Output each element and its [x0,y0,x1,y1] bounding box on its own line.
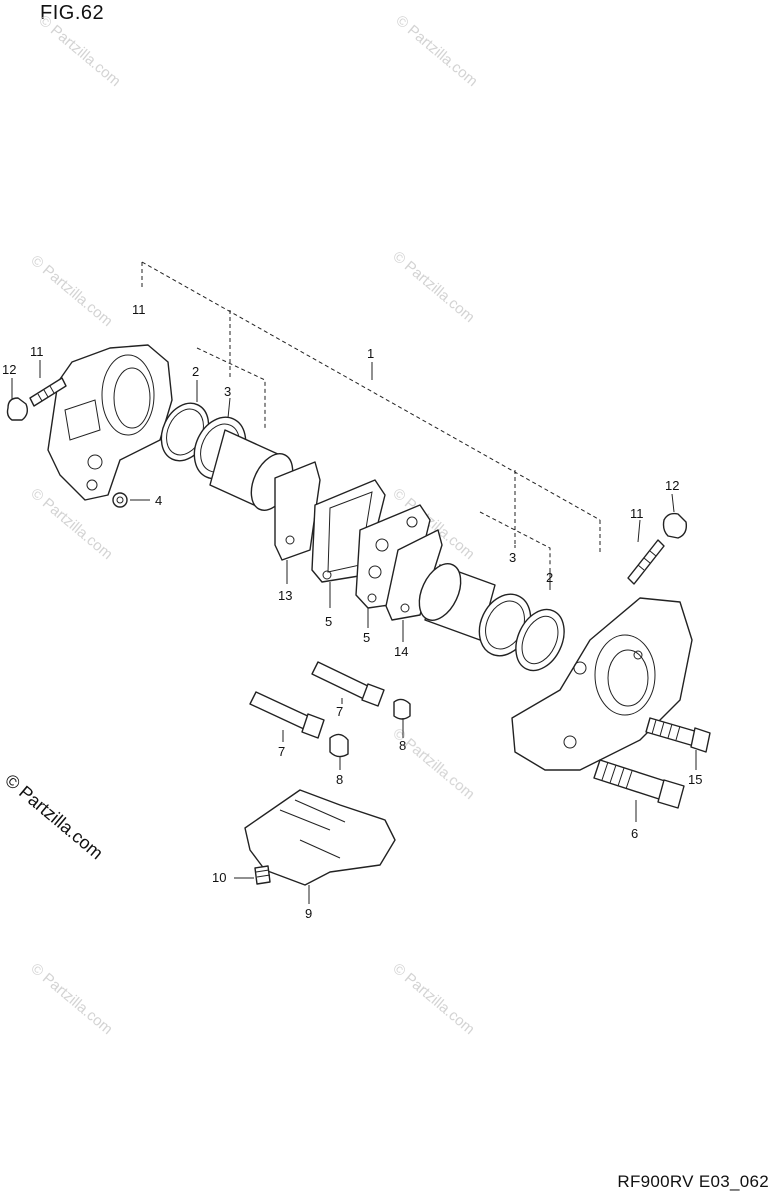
fig-title: FIG.62 [40,2,105,24]
watermark: © Partzilla.com [27,252,115,330]
callout-label: 15 [688,772,702,787]
callout-label: 14 [394,644,408,659]
callout-label: 5 [363,630,370,645]
slide-pin-upper [311,661,385,707]
callout-label: 7 [278,744,285,759]
callout-label: 12 [2,362,16,377]
mounting-bolt-6 [593,759,685,809]
callout-label: 2 [546,570,553,585]
pin-boot-left [329,733,349,758]
bleeder-valve-left [29,377,67,407]
slide-pin-lower [249,691,325,739]
piston-left [209,429,294,511]
watermark: © Partzilla.com [389,960,477,1038]
leader-lines [11,360,697,904]
pad-shim-13 [274,461,321,561]
left-caliper-housing [47,344,173,501]
callout-label: 12 [665,478,679,493]
assembly-bracket [141,261,601,565]
callout-label: 3 [509,550,516,565]
piston-seal-right [515,608,565,672]
callout-label: 10 [212,870,226,885]
callout-label: 13 [278,588,292,603]
callout-label: 11 [630,506,644,521]
callout-label: 6 [631,826,638,841]
callout-labels: 11 11 12 2 3 1 4 13 5 5 14 3 2 11 12 7 7… [2,302,702,921]
pad-spring-plate [244,789,396,886]
washer [112,492,128,508]
callout-label: 8 [399,738,406,753]
watermark: © Partzilla.com [389,248,477,326]
watermark: © Partzilla.com [35,12,123,90]
mounting-bolt-15 [645,717,711,753]
callout-label: 11 [132,302,146,317]
bleeder-cap-left [6,397,29,421]
callout-label: 3 [224,384,231,399]
pad-shim-14 [385,529,443,621]
bleeder-valve-right [627,539,665,585]
callout-label: 7 [336,704,343,719]
pin-boot-right [393,698,411,720]
watermark: © Partzilla.com [392,12,480,90]
reference-code: RF900RV E03_062 [617,1172,769,1191]
callout-label: 2 [192,364,199,379]
bleeder-cap-right [662,512,688,539]
callout-label: 1 [367,346,374,361]
callout-label: 11 [30,344,44,359]
callout-label: 5 [325,614,332,629]
pad-pin-screw [254,865,271,885]
callout-label: 9 [305,906,312,921]
callout-label: 8 [336,772,343,787]
watermark: © Partzilla.com [27,960,115,1038]
callout-label: 4 [155,493,162,508]
